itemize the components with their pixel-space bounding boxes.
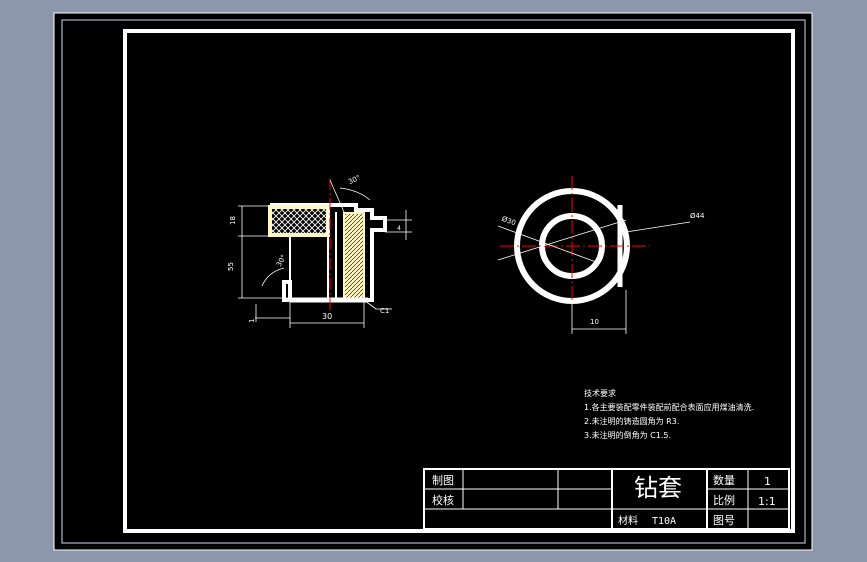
- drawing-no-label: 图号: [713, 514, 735, 527]
- top-view[interactable]: Ø30 Ø44 10: [497, 176, 705, 334]
- material-value: T10A: [652, 516, 676, 527]
- sheet-inner-border: [61, 19, 806, 544]
- dim-right-small: 4: [397, 225, 401, 232]
- tech-requirements: 技术要求 1.各主要装配零件装配前配合表面应用煤油清洗. 2.未注明的铸造圆角为…: [584, 388, 754, 440]
- scale-label: 比例: [713, 493, 735, 507]
- dim-left-bottom: 1: [248, 319, 256, 323]
- tech-requirement-item: 1.各主要装配零件装配前配合表面应用煤油清洗.: [584, 402, 754, 412]
- knurl-hatch: [268, 205, 330, 237]
- dim-circle-outer-dia: Ø44: [690, 212, 705, 220]
- scale-value: 1:1: [758, 495, 776, 508]
- title-block-text: 制图 校核 钻套 材料 T10A 数量 1 比例 1:1 图号: [432, 474, 776, 527]
- drawing-frame: [123, 29, 795, 533]
- tech-requirement-item: 3.未注明的倒角为 C1.5.: [584, 430, 671, 440]
- dim-left-height-top: 18: [229, 216, 237, 225]
- wall-hatch: [343, 212, 365, 301]
- bore-outline: [289, 207, 337, 300]
- flange-outline: [356, 208, 387, 232]
- dim-left-height-main: 55: [227, 262, 235, 271]
- material-label: 材料: [618, 514, 638, 527]
- tech-requirements-heading: 技术要求: [584, 388, 616, 398]
- dim-chamfer: C1: [380, 307, 389, 315]
- top-dimensions: [497, 219, 691, 334]
- quantity-value: 1: [764, 475, 771, 488]
- quantity-label: 数量: [713, 474, 735, 487]
- section-dimensions: [238, 179, 412, 328]
- checked-by-label: 校核: [432, 493, 454, 507]
- drawn-by-label: 制图: [432, 474, 454, 487]
- dim-bottom-width: 30: [322, 312, 332, 321]
- section-view[interactable]: 18 55 30° 1 30 30° C1 4: [227, 174, 412, 328]
- title-block[interactable]: [423, 468, 790, 530]
- tech-requirement-item: 2.未注明的铸造圆角为 R3.: [584, 416, 679, 426]
- dim-circle-bottom: 10: [590, 318, 599, 326]
- part-name: 钻套: [634, 474, 682, 502]
- sheet-background: [53, 12, 813, 551]
